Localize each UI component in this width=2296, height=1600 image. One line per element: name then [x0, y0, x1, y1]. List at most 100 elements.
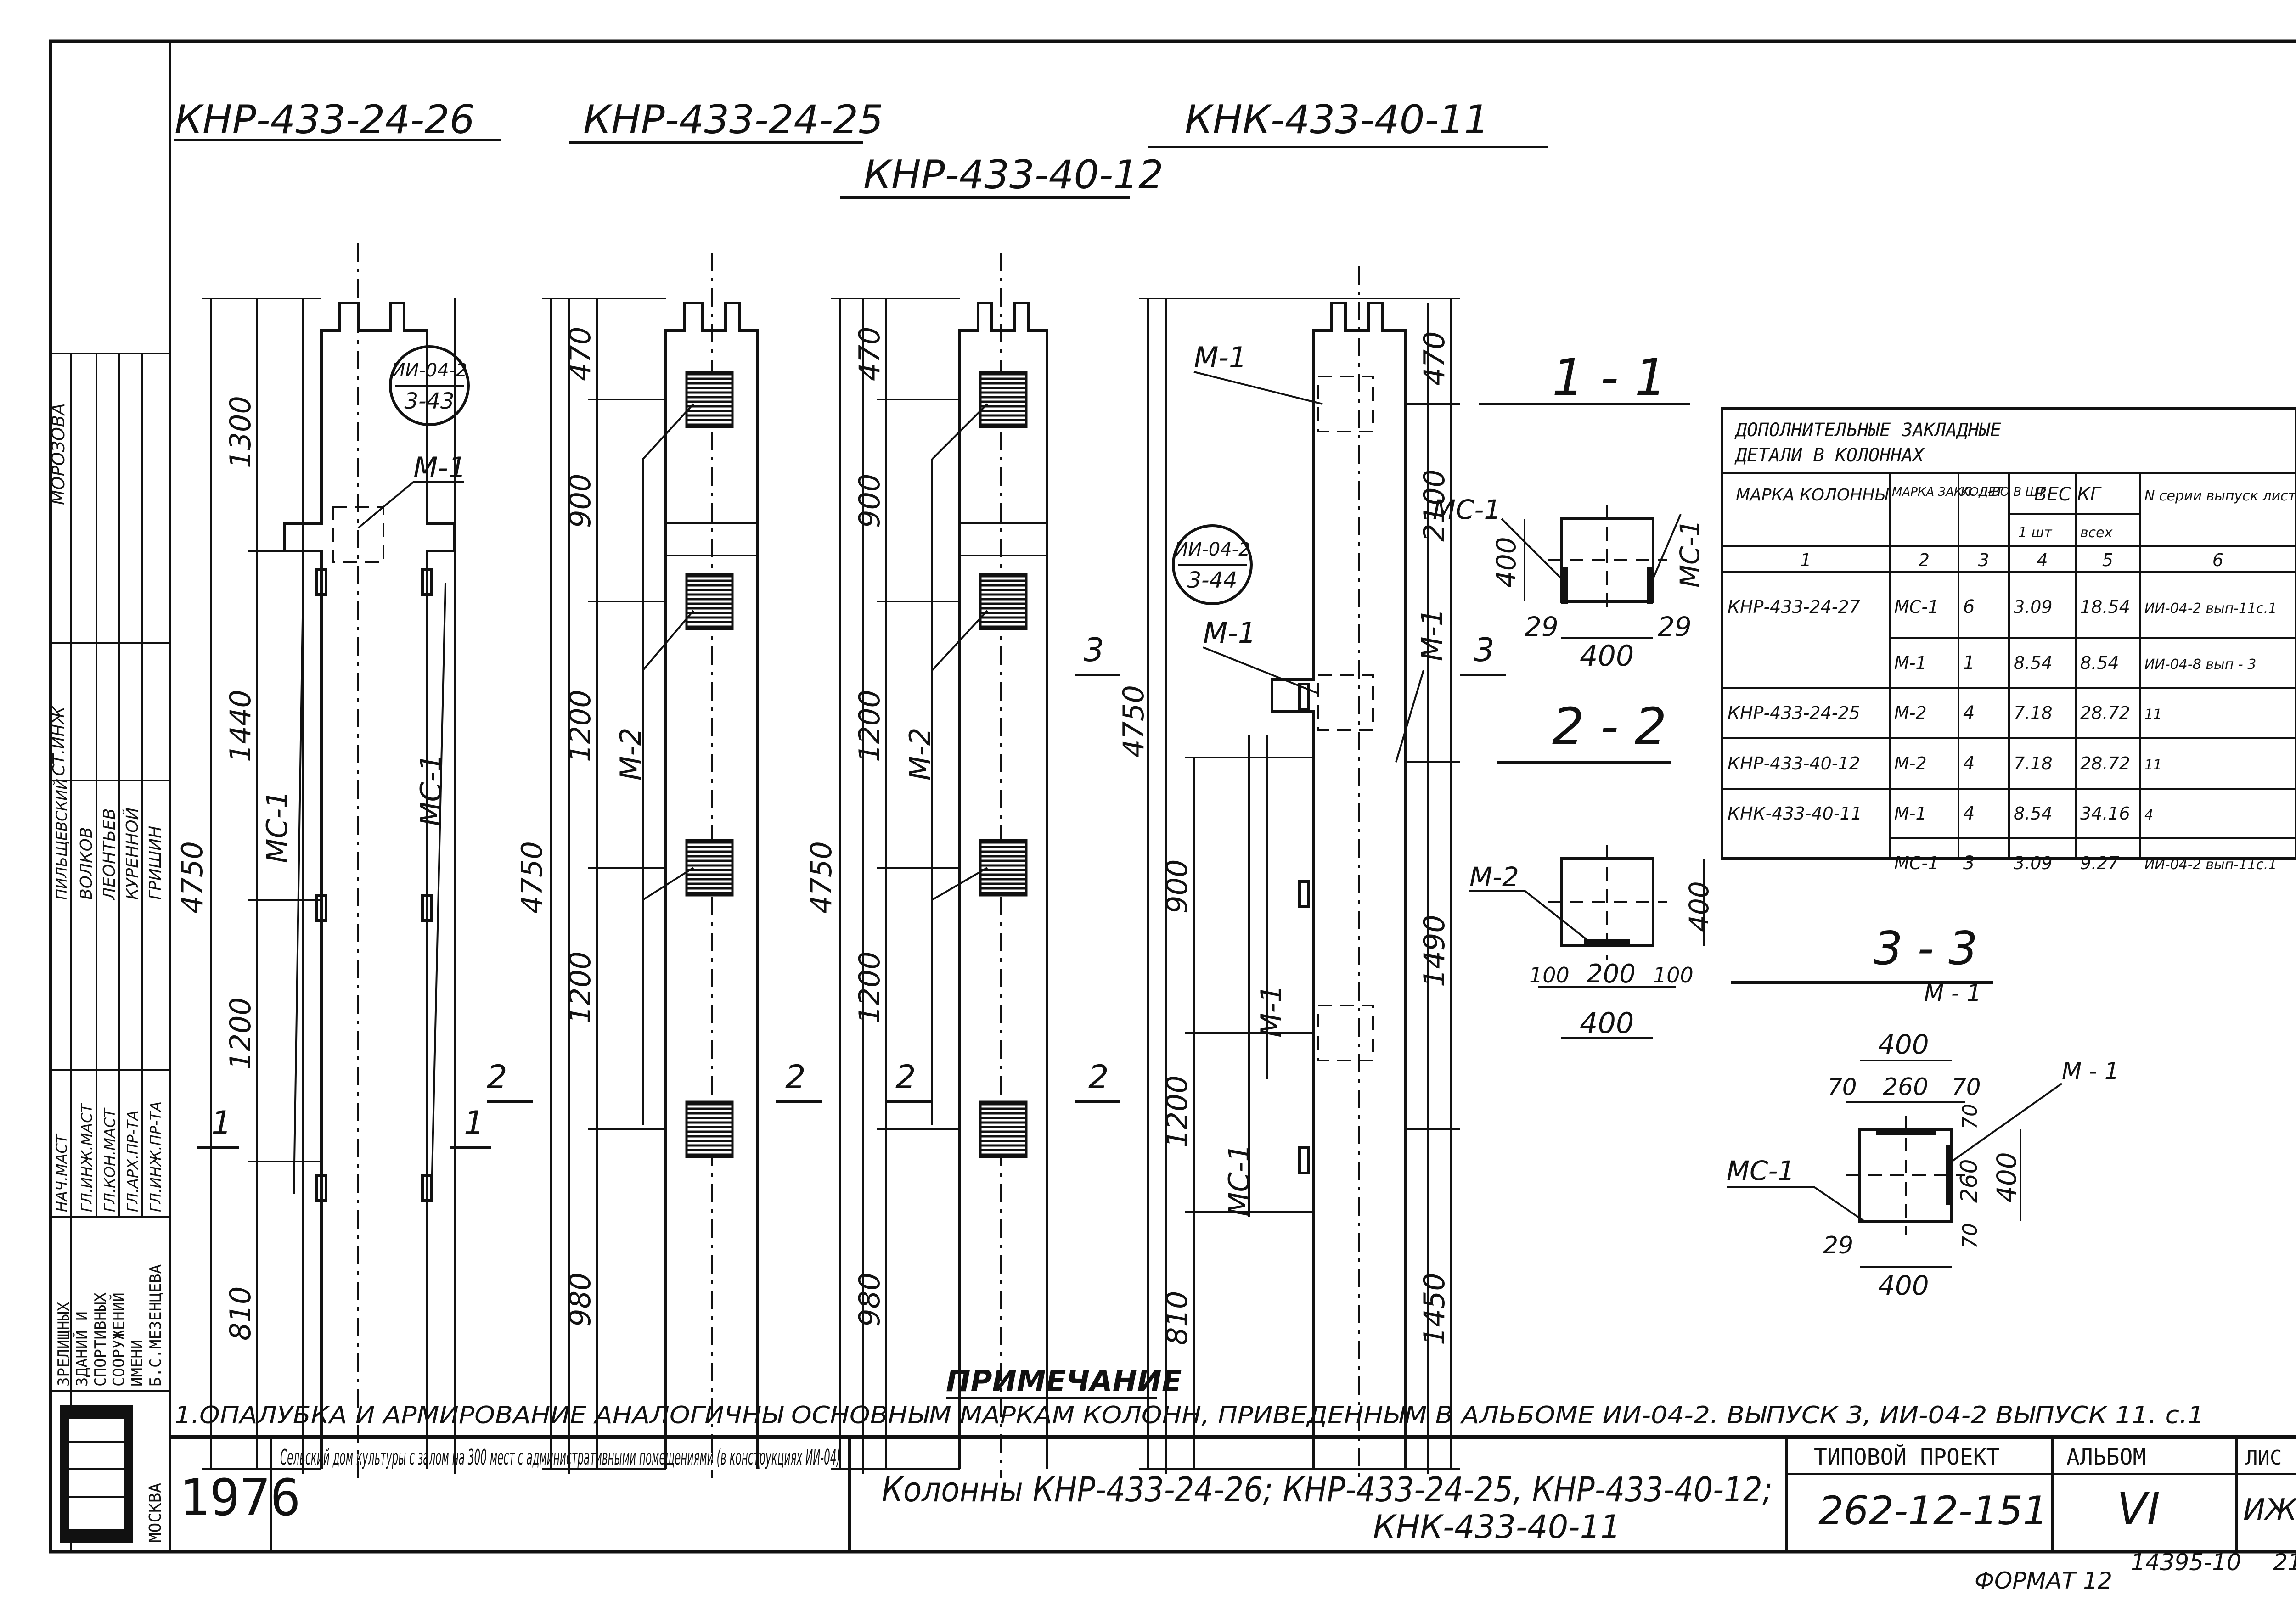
table-cell: ИИ-04-2 вып-11с.1 [2144, 601, 2277, 617]
sb-role-3: ГЛ.ИНЖ.МАСТ [78, 1102, 96, 1212]
tb-year: 1976 [179, 1468, 301, 1527]
col2-dim-total: 4750 [515, 841, 549, 914]
sb-org-5: Б.С.МЕЗЕНЦЕВА [146, 1264, 165, 1387]
col1-dim-810: 810 [224, 1286, 257, 1341]
col4-stamp [1172, 524, 1253, 605]
tb-project-desc: Сельский дом культуры с залом на 300 мес… [280, 1445, 840, 1470]
sb-role-0: ГЛ.ИНЖ.ПР-ТА [147, 1101, 164, 1212]
col2-dim-1200a: 1200 [563, 690, 597, 762]
col2-leader-b [642, 610, 694, 671]
table-cell: 11 [2144, 757, 2162, 773]
table-cell: КНР-433-24-25 [1728, 703, 1860, 723]
sb-logo-inner [69, 1419, 124, 1529]
tb-typ-value: 262-12-151 [1818, 1488, 2048, 1534]
table-cell: КНР-433-40-12 [1728, 753, 1860, 774]
col4-dim-total: 4750 [1117, 685, 1150, 758]
table-cell: 3.09 [2014, 597, 2053, 617]
s1-dim-400v: 400 [1491, 537, 1522, 588]
sb-org-4: ИМЕНИ [128, 1340, 146, 1387]
s3-m1-right: М - 1 [2062, 1058, 2119, 1084]
col2-m2-b [685, 573, 734, 630]
col1-sec-right: 1 [464, 1104, 484, 1142]
s3-dim-260: 260 [1883, 1073, 1928, 1101]
col4-label-m1-top: М-1 [1194, 341, 1247, 374]
table-cell: 4 [1963, 803, 1975, 824]
table-colnum: 2 [1919, 550, 1930, 570]
sb-org-1: ЗДАНИЙ И [73, 1311, 91, 1387]
col4-dim-1200: 1200 [1160, 1075, 1194, 1148]
s1-plate-right [1647, 567, 1653, 604]
tb-typ-label: ТИПОВОЙ ПРОЕКТ [1814, 1444, 2000, 1470]
col3-m2-a [979, 371, 1028, 428]
s3-dim-400v: 400 [1991, 1152, 2022, 1203]
s1-plate-left [1561, 567, 1568, 604]
col1-m1-box [332, 506, 384, 563]
col1-label-m1: М-1 [413, 451, 466, 484]
col4-label-m1-low: М-1 [1255, 985, 1288, 1038]
col4-m1-top [1317, 376, 1374, 432]
s1-title: 1 - 1 [1552, 348, 1667, 407]
section-2-2: 2 - 2 М-2 400 100 200 100 400 [1469, 697, 1715, 1040]
table-cell: М-1 [1894, 653, 1927, 673]
s2-plate [1584, 939, 1630, 946]
col2-outline [664, 302, 759, 1469]
s1-leader-right [1652, 514, 1682, 579]
table-cell: 8.54 [2014, 803, 2053, 824]
column-4-elevation: 470 2100 4750 900 1200 810 1490 1450 ИИ-… [1075, 266, 1506, 1478]
col3-label-m2: М-2 [903, 728, 937, 780]
col1-mc1-e [315, 1174, 327, 1202]
table-cell: КНР-433-24-27 [1728, 597, 1860, 617]
s1-mc1-left: МС-1 [1433, 494, 1501, 525]
col3-m2-b [979, 573, 1028, 630]
s3-dim-400b: 400 [1878, 1270, 1929, 1301]
col4-dim-900: 900 [1160, 859, 1194, 914]
s3-dim-400top: 400 [1878, 1029, 1929, 1060]
col4-mc1-a [1298, 683, 1310, 711]
table-cell: 6 [1963, 596, 1975, 618]
col2-leader-c [642, 867, 694, 901]
s1-dim-29r: 29 [1658, 611, 1692, 642]
tb-title-1: Колонны КНР-433-24-26; КНР-433-24-25, КН… [882, 1470, 1773, 1510]
table-cell: М-1 [1894, 803, 1927, 824]
col3-dim-1200a: 1200 [853, 690, 886, 762]
col3-sec-left: 2 [895, 1058, 916, 1096]
col2-m2-a [685, 371, 734, 428]
tb-album-value: VI [2117, 1483, 2160, 1535]
col1-dim-total: 4750 [175, 841, 209, 914]
col1-stamp-top: ИИ-04-2 [391, 360, 467, 381]
s3-dim-70l: 70 [1828, 1074, 1857, 1100]
table-colnum: 4 [2037, 550, 2048, 570]
table-cell: 4 [1963, 702, 1975, 724]
s3-dim-70r: 70 [1952, 1074, 1981, 1100]
col2-leader-a [642, 403, 694, 460]
table-h-w1: 1 шт [2018, 525, 2053, 541]
col2-sec-right: 2 [785, 1058, 806, 1096]
table-cell: 9.27 [2080, 853, 2119, 873]
col3-m2-c [979, 839, 1028, 897]
col1-outline [283, 302, 456, 1469]
table-title-1: ДОПОЛНИТЕЛЬНЫЕ ЗАКЛАДНЫЕ [1734, 420, 2001, 441]
table-cell: КНК-433-40-11 [1728, 803, 1862, 824]
col4-mc1-c [1298, 1146, 1310, 1174]
col1-label-mc1-left: МС-1 [260, 790, 294, 863]
table-cell: 18.54 [2080, 597, 2130, 617]
col4-dim-2100: 2100 [1418, 469, 1451, 542]
section-3-3: 3 - 3 М - 1 М - 1 МС-1 400 70 260 70 70 … [1727, 921, 2119, 1301]
s3-leader-mc1-b [1813, 1186, 1865, 1222]
s2-dim-100l: 100 [1529, 963, 1570, 988]
col1-mc1-b [421, 568, 433, 596]
col1-leader-mc1-left [293, 587, 304, 1194]
tb-format: ФОРМАТ 12 [1975, 1567, 2112, 1594]
col4-sec-left: 3 [1084, 631, 1104, 669]
tb-footer-code: 14395-10 [2131, 1549, 2241, 1576]
col1-stamp-bottom: 3-43 [405, 388, 455, 414]
table-cell: 34.16 [2080, 803, 2130, 824]
col3-m2-d [979, 1100, 1028, 1158]
table-cell: 8.54 [2080, 653, 2119, 673]
s1-dim-29l: 29 [1525, 611, 1559, 642]
s2-dim-400h: 400 [1580, 1006, 1634, 1040]
table-cell: 4 [2144, 807, 2153, 823]
col4-m1-mid [1317, 674, 1374, 731]
table-cell: 1 [1963, 652, 1975, 674]
